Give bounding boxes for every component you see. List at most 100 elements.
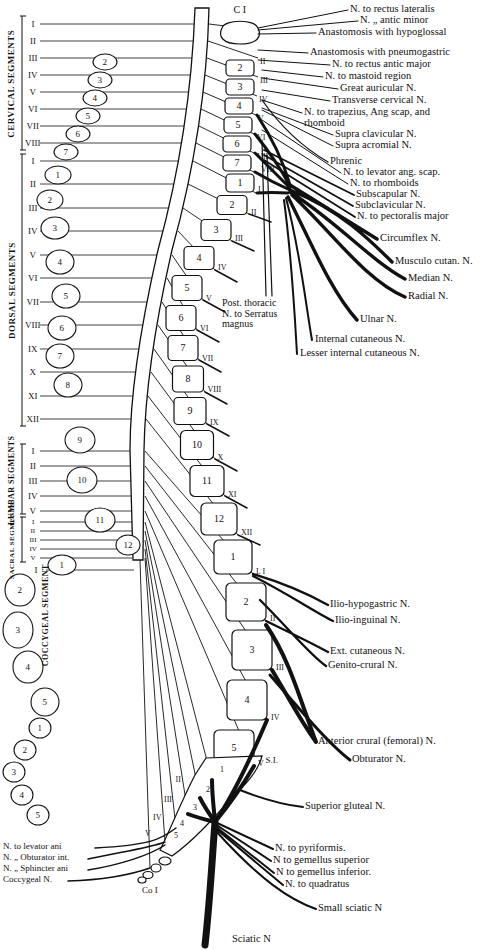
- spinous-process: [54, 373, 82, 397]
- vertebra-number: 5: [232, 743, 237, 754]
- nerve-label: Obturator N.: [352, 753, 406, 764]
- root-numeral: X: [218, 454, 224, 462]
- root-numeral: III: [235, 235, 243, 243]
- vertebra-number: 7: [235, 158, 240, 169]
- vertebra-number: 5: [174, 832, 178, 840]
- nerve-root: [140, 24, 272, 868]
- spinous-number: 5: [43, 698, 48, 707]
- spinous-number: 2: [18, 586, 23, 595]
- spinous-process: [76, 108, 100, 124]
- spinous-process: [48, 316, 76, 340]
- segment-numeral: II: [30, 180, 36, 189]
- segment-numeral: X: [30, 368, 37, 377]
- spinous-process: [5, 574, 35, 606]
- nerve-label: Transverse cervical N.: [332, 94, 426, 105]
- vertebra-number: 12: [214, 514, 224, 525]
- nerve-label: N to gemellus inferior.: [276, 866, 371, 877]
- vertebral-body: [232, 630, 272, 670]
- spinous-number: 4: [93, 94, 98, 103]
- nerve-label: N. to trapezius, Ang scap, and rhomboid: [304, 106, 469, 128]
- root-numeral: IV: [259, 96, 267, 104]
- obturator-nerve: [270, 675, 350, 760]
- vertebra-number: 11: [202, 476, 212, 487]
- spinous-number: 8: [66, 381, 71, 390]
- segment-numeral: VII: [27, 122, 40, 131]
- spinous-process: [45, 166, 71, 184]
- nerve-label: Subscapular N.: [356, 188, 420, 199]
- vertebra-number: 8: [186, 374, 191, 385]
- root-numeral: L I: [256, 568, 265, 576]
- spinous-process: [93, 54, 117, 70]
- segment-numeral: V: [30, 507, 37, 516]
- vertebral-body: [226, 583, 266, 621]
- spinous-number: 3: [16, 626, 21, 635]
- vertebral-body: [224, 117, 252, 133]
- nerve-label: Post. thoracic N. to Serratus magnus: [222, 298, 284, 330]
- vertebra-number: 3: [250, 645, 255, 656]
- spinous-number: 1: [56, 171, 61, 180]
- region-label: DORSAL SEGMENTS: [7, 242, 16, 339]
- root-numeral: VII: [202, 355, 213, 363]
- nerve-label: N. to levator ang. scap.: [343, 166, 440, 177]
- segment-numeral: III: [30, 537, 37, 544]
- spinous-process: [31, 688, 59, 716]
- post-thoracic-nerve: [262, 140, 272, 296]
- segment-numeral: VII: [27, 298, 40, 307]
- vertebral-body: [223, 136, 251, 152]
- root-numeral: IX: [210, 419, 218, 427]
- vertebral-body: [184, 247, 214, 270]
- root-numeral: III: [164, 796, 172, 804]
- spinous-process: [13, 651, 43, 683]
- spinous-number: 4: [26, 663, 31, 672]
- nerve-label: Ilio-inguinal N.: [335, 614, 400, 625]
- nerve-label: Median N.: [408, 272, 453, 283]
- nerve-label: N. „ Sphincter ani: [3, 864, 68, 873]
- nerve-label: Internal cutaneous N.: [315, 333, 405, 344]
- vertebra-number: 2: [230, 200, 235, 211]
- vertebral-body: [217, 196, 247, 215]
- root-numeral: V: [145, 830, 151, 838]
- spinous-number: 5: [86, 112, 91, 121]
- segment-numeral: I: [32, 447, 35, 456]
- vertebral-body: [226, 79, 254, 95]
- lumbar-nerve: [253, 574, 333, 666]
- segment-numeral: I: [35, 566, 38, 575]
- vertebra-number: 2: [244, 597, 249, 608]
- vertebral-body: [181, 431, 214, 460]
- vertebra-number: 5: [185, 283, 190, 294]
- spinous-number: 4: [20, 791, 25, 800]
- vertebra-number: 1: [231, 552, 236, 563]
- vertebra-number: 6: [235, 139, 240, 150]
- spinous-process: [52, 284, 80, 308]
- nerve-label: N. to pyriformis.: [275, 842, 346, 853]
- nerve-label: Phrenic: [330, 155, 362, 166]
- nerve-label: N. „ Obturator int.: [3, 853, 69, 862]
- spinous-process: [83, 90, 107, 106]
- spinous-process: [67, 467, 97, 493]
- nerve-label: Subclavicular N.: [355, 199, 426, 210]
- spinous-number: 6: [60, 324, 65, 333]
- vertebra-number: 6: [179, 313, 184, 324]
- cutaneous-nerve: [284, 198, 312, 354]
- segment-numeral: I: [32, 157, 35, 166]
- vertebra-number: 10: [192, 440, 202, 451]
- segment-numeral: XI: [28, 392, 38, 401]
- root-numeral: III: [276, 664, 284, 672]
- vertebra-number: 4: [180, 820, 184, 828]
- nerve-label: Anastomosis with pneumogastric: [310, 46, 450, 57]
- nerve-label: Sciatic N: [232, 933, 271, 944]
- region-label: CERVICAL SEGMENTS: [7, 29, 16, 137]
- nerve-label: N. „ antic minor: [360, 14, 428, 25]
- spinous-process: [27, 805, 49, 825]
- spinous-process: [37, 190, 63, 210]
- vertebra-number: 3: [193, 804, 197, 812]
- femoral-nerve: [266, 625, 316, 742]
- vertebra-number: 2: [238, 63, 243, 74]
- vertebral-body: [173, 366, 204, 392]
- spinous-number: 6: [76, 130, 81, 139]
- nerve-label: Lesser internal cutaneous N.: [300, 347, 420, 358]
- spinous-process: [88, 72, 112, 88]
